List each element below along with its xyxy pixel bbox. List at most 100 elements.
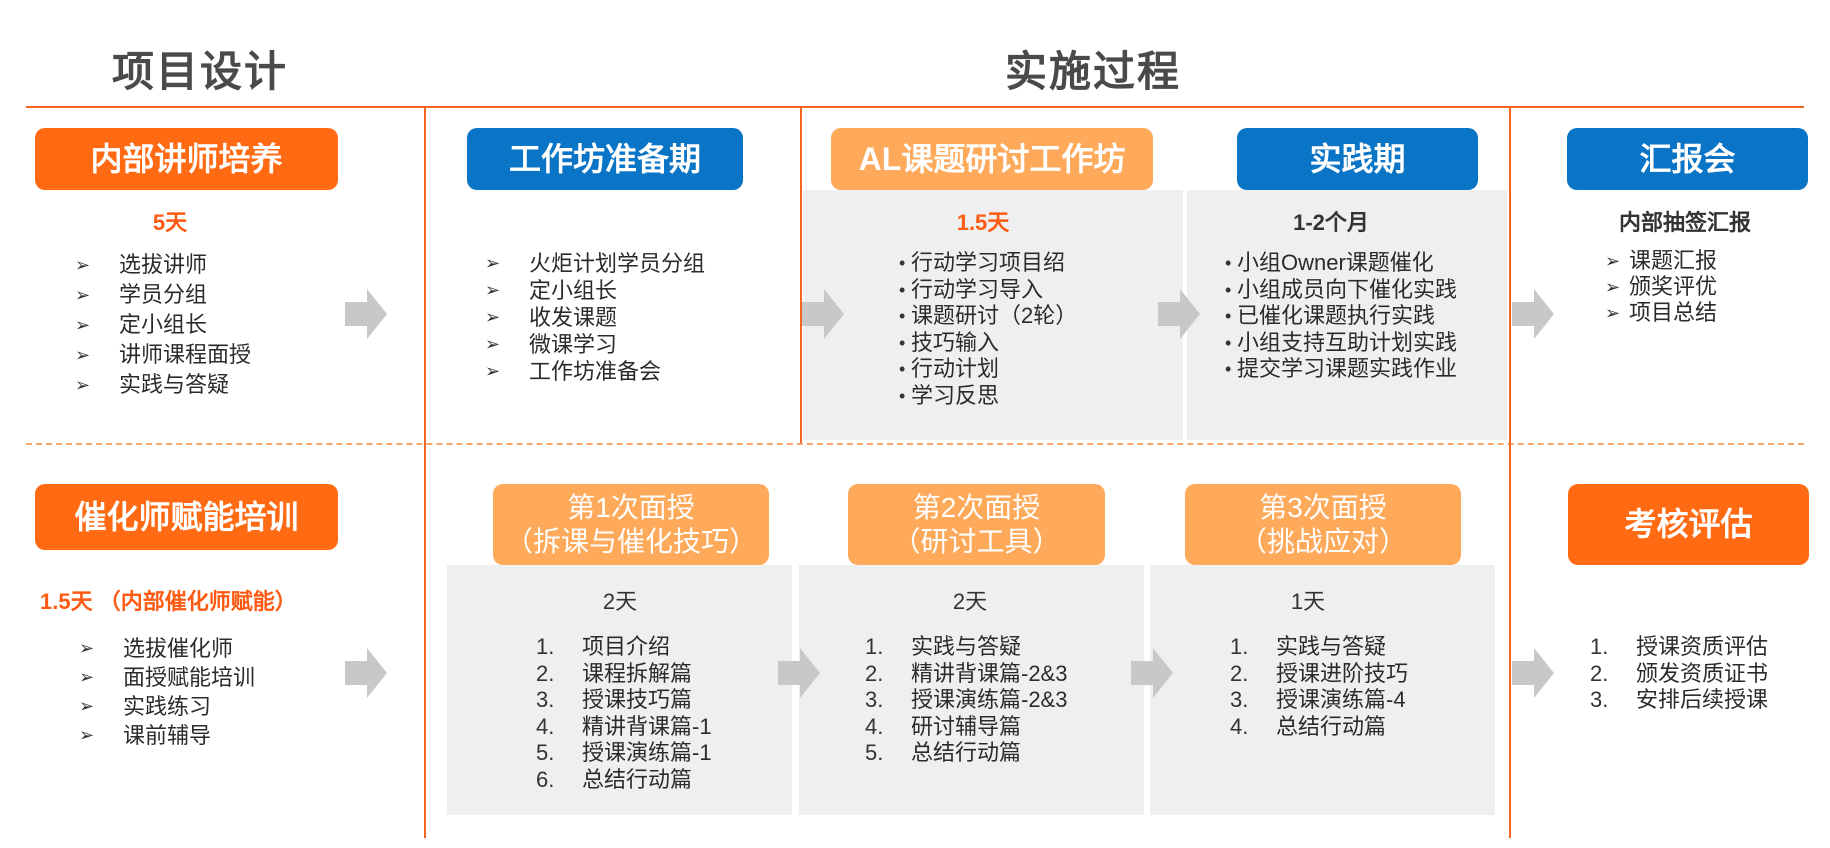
- list-item: 3.安排后续授课: [1590, 687, 1768, 714]
- list-item: 5. 授课演练篇-1: [536, 740, 712, 767]
- al-workshop-duration: 1.5天: [956, 210, 1010, 235]
- list-item: ➢工作坊准备会: [485, 358, 705, 385]
- list-item: ➢ 选拔讲师: [75, 250, 251, 280]
- list-number: 4.: [1230, 713, 1249, 739]
- flow-arrow-icon: [1512, 289, 1554, 339]
- list-item-text: 课题汇报: [1629, 248, 1718, 273]
- list-item-text: 授课演练篇-4: [1276, 687, 1406, 712]
- list-item: 4.研讨辅导篇: [865, 714, 1067, 741]
- list-number: 1.: [1590, 634, 1609, 659]
- top-divider: [26, 106, 1804, 108]
- bullet-arrow-icon: ➢: [1605, 277, 1621, 297]
- internal-trainer-header: 内部讲师培养: [35, 128, 338, 190]
- list-item: 3.授课技巧篇: [536, 687, 712, 714]
- list-item-text: 提交学习课题实践作业: [1237, 356, 1458, 381]
- list-item-text: 颁奖评优: [1629, 274, 1718, 299]
- list-item: 1. 项目介绍: [536, 634, 712, 661]
- list-item: ➢课前辅导: [79, 721, 255, 750]
- list-item-text: 颁发资质证书: [1636, 660, 1769, 686]
- flow-arrow-icon: [345, 648, 387, 698]
- list-item-text: 实践与答疑: [911, 634, 1022, 659]
- list-item: •行动学习导入: [899, 277, 1077, 304]
- list-item: ➢实践练习: [79, 692, 255, 721]
- list-item-text: 总结行动篇: [1276, 713, 1387, 739]
- list-item: 4. 总结行动篇: [1230, 714, 1408, 741]
- facilitator-duration: 1.5天 （内部催化师赋能）: [40, 589, 297, 614]
- list-item: ➢ 颁奖评优: [1605, 274, 1717, 300]
- list-number: 3.: [1590, 687, 1609, 712]
- bullet-arrow-icon: ➢: [1605, 303, 1621, 323]
- list-item: 1. 实践与答疑: [1230, 634, 1408, 661]
- list-item: •小组支持互助计划实践: [1225, 330, 1457, 357]
- session2-panel: [799, 565, 1144, 815]
- list-item: 3.授课演练篇-2&3: [865, 687, 1067, 714]
- bullet-dot-icon: •: [899, 279, 906, 300]
- list-item-text: 实践与答疑: [1276, 634, 1387, 659]
- list-item-text: 行动学习项目绍: [911, 250, 1066, 275]
- list-item: 2.课程拆解篇: [536, 661, 712, 688]
- list-number: 2.: [865, 660, 884, 686]
- list-item-text: 项目介绍: [582, 634, 671, 659]
- bullet-arrow-icon: ➢: [75, 285, 91, 305]
- list-item: ➢面授赋能培训: [79, 663, 255, 692]
- col-divider-1: [424, 108, 426, 838]
- list-item: ➢课题汇报: [1605, 248, 1717, 274]
- list-item-text: 小组支持互助计划实践: [1237, 329, 1458, 355]
- flow-arrow-icon: [345, 289, 387, 339]
- list-item: 4.精讲背课篇-1: [536, 714, 712, 741]
- bullet-arrow-icon: ➢: [485, 253, 501, 273]
- list-item: 2.颁发资质证书: [1590, 661, 1768, 688]
- bullet-arrow-icon: ➢: [75, 315, 91, 335]
- list-item-text: 项目总结: [1629, 300, 1718, 325]
- internal-trainer-duration: 5天: [152, 210, 188, 235]
- list-item-text: 总结行动篇: [911, 740, 1022, 765]
- bullet-arrow-icon: ➢: [75, 255, 91, 275]
- session2-duration: 2天: [952, 589, 988, 614]
- list-item: •学习反思: [899, 383, 1077, 410]
- session1-header: 第1次面授 （拆课与催化技巧）: [493, 484, 769, 565]
- col-divider-3: [1509, 108, 1511, 838]
- list-number: 1.: [536, 634, 555, 659]
- list-item: ➢定小组长: [75, 310, 251, 340]
- bullet-arrow-icon: ➢: [79, 638, 95, 658]
- list-item-text: 小组成员向下催化实践: [1237, 276, 1458, 302]
- assessment-header: 考核评估: [1568, 484, 1809, 565]
- bullet-dot-icon: •: [899, 385, 906, 406]
- list-number: 6.: [536, 766, 555, 792]
- list-item-text: 授课演练篇-1: [582, 740, 712, 765]
- bullet-arrow-icon: ➢: [75, 375, 91, 395]
- list-item-text: 选拔讲师: [119, 252, 208, 277]
- session1-title: 第1次面授: [567, 491, 695, 523]
- session2-header: 第2次面授 （研讨工具）: [848, 484, 1105, 565]
- list-item: •技巧输入: [899, 330, 1077, 357]
- bullet-arrow-icon: ➢: [485, 307, 501, 327]
- list-item: 3.授课演练篇-4: [1230, 687, 1408, 714]
- list-item: •课题研讨（2轮）: [899, 303, 1077, 330]
- list-item-text: 学习反思: [911, 382, 1000, 408]
- bullet-dot-icon: •: [1225, 279, 1232, 300]
- list-item: 2.精讲背课篇-2&3: [865, 661, 1067, 688]
- list-number: 3.: [536, 687, 555, 712]
- list-number: 5.: [536, 740, 555, 765]
- session1-panel: [447, 565, 792, 815]
- al-workshop-list: •行动学习项目绍•行动学习导入•课题研讨（2轮）•技巧输入•行动计划•学习反思: [899, 250, 1077, 409]
- list-item: 1.实践与答疑: [865, 634, 1067, 661]
- list-number: 1.: [1230, 634, 1249, 659]
- list-item: 2.授课进阶技巧: [1230, 661, 1408, 688]
- list-item-text: 课前辅导: [123, 723, 212, 748]
- process-title: 实施过程: [1005, 48, 1182, 95]
- bullet-arrow-icon: ➢: [485, 361, 501, 381]
- facilitator-header: 催化师赋能培训: [35, 484, 338, 550]
- list-item-text: 课程拆解篇: [582, 660, 693, 686]
- list-item-text: 火炬计划学员分组: [529, 251, 706, 276]
- internal-trainer-list: ➢选拔讲师➢学员分组➢定小组长➢讲师课程面授➢实践与答疑: [75, 250, 251, 400]
- session2-subtitle: （研讨工具）: [892, 525, 1061, 557]
- session3-header: 第3次面授 （挑战应对）: [1185, 484, 1461, 565]
- session1-duration: 2天: [602, 589, 638, 614]
- bullet-dot-icon: •: [899, 306, 906, 326]
- bullet-dot-icon: •: [899, 359, 906, 379]
- flow-arrow-icon: [802, 289, 844, 339]
